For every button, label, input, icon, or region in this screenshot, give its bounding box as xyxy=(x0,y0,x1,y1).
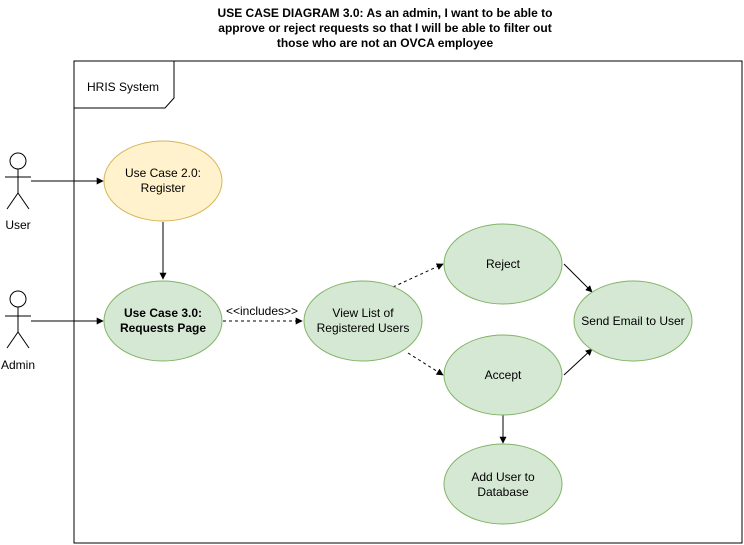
system-label-tab xyxy=(74,61,175,109)
use-case-add-user[interactable]: Add User to Database xyxy=(443,443,563,525)
use-case-send-email-label: Send Email to User xyxy=(581,314,684,328)
use-case-view-list-shape xyxy=(303,280,423,362)
system-boundary: HRIS System xyxy=(73,60,743,544)
use-case-requests-page-line1: Use Case 3.0: xyxy=(124,306,202,320)
edge-accept-email xyxy=(563,348,593,376)
actor-admin-leg-left xyxy=(6,331,19,349)
connectors xyxy=(31,177,593,444)
use-case-requests-page[interactable]: Use Case 3.0: Requests Page xyxy=(103,280,223,362)
use-case-register-line1: Use Case 2.0: xyxy=(125,166,201,180)
use-case-reject-label: Reject xyxy=(486,257,521,271)
includes-label: <<includes>> xyxy=(226,304,298,318)
use-case-send-email-shape xyxy=(573,280,693,362)
use-case-reject-shape xyxy=(443,223,563,305)
edge-reject-email xyxy=(563,263,593,293)
use-case-view-list[interactable]: View List of Registered Users xyxy=(303,280,423,362)
diagram-title: USE CASE DIAGRAM 3.0: As an admin, I wan… xyxy=(190,6,580,51)
use-case-add-user-line1: Add User to xyxy=(471,470,535,484)
actor-user-label: User xyxy=(5,218,30,232)
title-line-2: approve or reject requests so that I wil… xyxy=(218,21,552,35)
actor-admin-head xyxy=(9,290,27,308)
use-case-register-shape xyxy=(103,140,223,222)
actor-user[interactable] xyxy=(5,152,31,210)
edge-viewlist-reject xyxy=(392,263,444,288)
use-case-accept-label: Accept xyxy=(485,368,522,382)
actor-user-leg-right xyxy=(17,192,30,210)
actor-admin-label: Admin xyxy=(1,358,35,372)
use-case-requests-page-line2: Requests Page xyxy=(120,321,206,335)
use-case-view-list-line2: Registered Users xyxy=(317,321,410,335)
use-case-add-user-shape xyxy=(443,443,563,525)
use-case-add-user-line2: Database xyxy=(477,485,529,499)
system-label: HRIS System xyxy=(87,80,159,94)
use-case-view-list-line1: View List of xyxy=(332,306,394,320)
title-line-1: USE CASE DIAGRAM 3.0: As an admin, I wan… xyxy=(217,6,553,20)
system-frame xyxy=(73,60,743,544)
use-case-register[interactable]: Use Case 2.0: Register xyxy=(103,140,223,222)
title-line-3: those who are not an OVCA employee xyxy=(276,36,494,50)
actor-user-head xyxy=(9,152,27,170)
edge-viewlist-accept xyxy=(407,352,444,376)
use-case-register-line2: Register xyxy=(141,181,186,195)
use-case-requests-page-shape xyxy=(103,280,223,362)
use-case-send-email[interactable]: Send Email to User xyxy=(573,280,693,362)
actor-admin[interactable] xyxy=(5,290,31,349)
actor-admin-leg-right xyxy=(17,331,30,349)
use-case-accept[interactable]: Accept xyxy=(443,334,563,416)
use-case-accept-shape xyxy=(443,334,563,416)
use-case-reject[interactable]: Reject xyxy=(443,223,563,305)
actor-user-leg-left xyxy=(6,192,19,210)
